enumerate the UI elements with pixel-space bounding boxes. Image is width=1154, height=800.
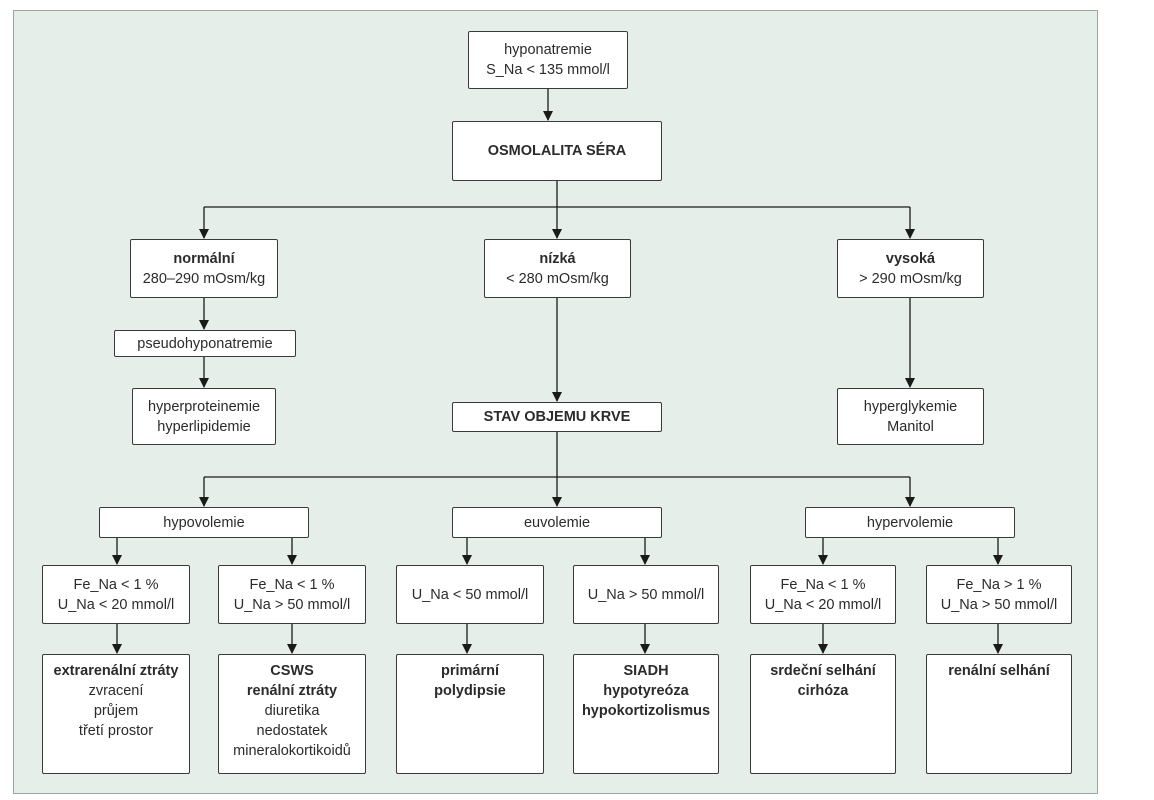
node-normalni-title: normální xyxy=(173,250,235,267)
node-criteria-6: Fe_Na > 1 % U_Na > 50 mmol/l xyxy=(926,565,1072,624)
node-result-polydipsie: primární polydipsie xyxy=(396,654,544,774)
node-criteria-1-line1: Fe_Na < 1 % xyxy=(73,576,159,593)
node-euvolemie-label: euvolemie xyxy=(523,514,591,531)
node-hyperglykemie-line2: Manitol xyxy=(887,418,934,435)
node-criteria-2-line1: Fe_Na < 1 % xyxy=(249,576,335,593)
node-result-csws-item: mineralokortikoidů xyxy=(233,743,351,759)
node-stav-objemu-krve: STAV OBJEMU KRVE xyxy=(452,402,662,432)
node-result-srdecni-selhani-title2: cirhóza xyxy=(797,683,849,699)
node-criteria-3: U_Na < 50 mmol/l xyxy=(396,565,544,624)
node-normalni: normální 280–290 mOsm/kg xyxy=(130,239,278,298)
node-criteria-2-line2: U_Na > 50 mmol/l xyxy=(233,596,351,613)
node-result-csws-item: nedostatek xyxy=(256,723,328,739)
node-osmolalita-sera-title: OSMOLALITA SÉRA xyxy=(487,143,627,159)
node-result-renalni-selhani: renální selhání xyxy=(926,654,1072,774)
node-hyponatremie-line1: hyponatremie xyxy=(504,42,592,58)
node-hyperglykemie-line1: hyperglykemie xyxy=(863,398,958,415)
node-euvolemie: euvolemie xyxy=(452,507,662,538)
node-result-renalni-selhani-title1: renální selhání xyxy=(948,663,1050,679)
node-pseudohyponatremie: pseudohyponatremie xyxy=(114,330,296,357)
node-vysoka: vysoká > 290 mOsm/kg xyxy=(837,239,984,298)
node-result-polydipsie-title1: primární xyxy=(440,663,499,679)
node-stav-objemu-krve-title: STAV OBJEMU KRVE xyxy=(483,409,631,425)
node-criteria-4-line1: U_Na > 50 mmol/l xyxy=(587,586,705,603)
node-result-siadh-title1: SIADH xyxy=(623,663,669,679)
node-result-siadh: SIADH hypotyreóza hypokortizolismus xyxy=(573,654,719,774)
node-hyperproteinemie-line2: hyperlipidemie xyxy=(157,418,251,435)
node-result-csws: CSWS renální ztráty diuretika nedostatek… xyxy=(218,654,366,774)
node-criteria-6-line2: U_Na > 50 mmol/l xyxy=(940,596,1058,613)
node-vysoka-range: > 290 mOsm/kg xyxy=(859,270,962,287)
node-criteria-1: Fe_Na < 1 % U_Na < 20 mmol/l xyxy=(42,565,190,624)
node-vysoka-title: vysoká xyxy=(885,250,936,267)
node-criteria-1-line2: U_Na < 20 mmol/l xyxy=(57,596,175,613)
node-hyponatremie: hyponatremie S_Na < 135 mmol/l xyxy=(468,31,628,89)
node-criteria-3-line1: U_Na < 50 mmol/l xyxy=(411,586,529,603)
node-result-siadh-title2: hypotyreóza xyxy=(603,683,689,699)
node-result-extrarenalni: extrarenální ztráty zvracení průjem třet… xyxy=(42,654,190,774)
node-result-polydipsie-title2: polydipsie xyxy=(434,683,506,699)
node-hypovolemie-label: hypovolemie xyxy=(163,514,245,531)
node-result-srdecni-selhani: srdeční selhání cirhóza xyxy=(750,654,896,774)
node-pseudohyponatremie-label: pseudohyponatremie xyxy=(137,335,273,352)
node-osmolalita-sera: OSMOLALITA SÉRA xyxy=(452,121,662,181)
node-criteria-6-line1: Fe_Na > 1 % xyxy=(956,576,1042,593)
node-hyperglykemie: hyperglykemie Manitol xyxy=(837,388,984,445)
node-result-csws-title2: renální ztráty xyxy=(246,683,338,699)
node-hyponatremie-line2: S_Na < 135 mmol/l xyxy=(486,62,610,78)
node-result-csws-title1: CSWS xyxy=(270,663,314,679)
node-result-extrarenalni-item: třetí prostor xyxy=(78,723,154,739)
node-criteria-5: Fe_Na < 1 % U_Na < 20 mmol/l xyxy=(750,565,896,624)
node-result-extrarenalni-title: extrarenální ztráty xyxy=(53,663,179,679)
node-hypovolemie: hypovolemie xyxy=(99,507,309,538)
node-result-extrarenalni-item: průjem xyxy=(93,703,139,719)
node-hypervolemie: hypervolemie xyxy=(805,507,1015,538)
node-result-srdecni-selhani-title1: srdeční selhání xyxy=(770,663,876,679)
node-hypervolemie-label: hypervolemie xyxy=(866,514,954,531)
node-criteria-4: U_Na > 50 mmol/l xyxy=(573,565,719,624)
node-nizka-range: < 280 mOsm/kg xyxy=(506,270,609,287)
node-nizka: nízká < 280 mOsm/kg xyxy=(484,239,631,298)
node-criteria-2: Fe_Na < 1 % U_Na > 50 mmol/l xyxy=(218,565,366,624)
node-result-csws-item: diuretika xyxy=(264,703,320,719)
node-result-extrarenalni-item: zvracení xyxy=(88,683,144,699)
node-criteria-5-line1: Fe_Na < 1 % xyxy=(780,576,866,593)
node-result-siadh-title3: hypokortizolismus xyxy=(581,703,711,719)
node-hyperproteinemie: hyperproteinemie hyperlipidemie xyxy=(132,388,276,445)
node-hyperproteinemie-line1: hyperproteinemie xyxy=(147,398,261,415)
node-criteria-5-line2: U_Na < 20 mmol/l xyxy=(764,596,882,613)
node-nizka-title: nízká xyxy=(539,250,576,267)
node-normalni-range: 280–290 mOsm/kg xyxy=(142,270,266,287)
